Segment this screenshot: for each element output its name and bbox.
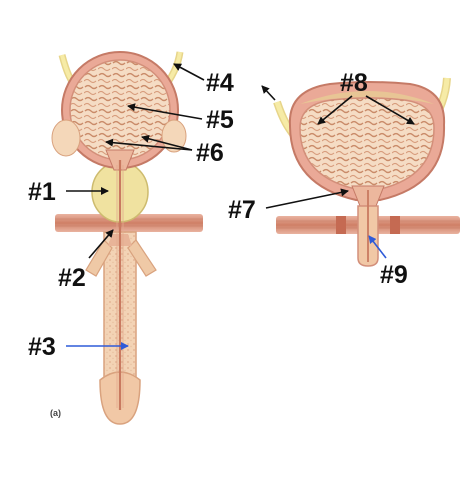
structure-labels: #1 #2 #3 #4 #5 #6 #7 #8 #9 (a) [28, 69, 408, 418]
bladder-illustration-right [273, 77, 460, 267]
arrow-7 [265, 188, 349, 209]
arrow-5 [127, 103, 203, 120]
arrow-8a [317, 95, 353, 125]
label-4: #4 [206, 69, 234, 97]
arrow-9 [368, 235, 387, 259]
arrow-4a [173, 63, 205, 81]
pointer-arrows [66, 63, 415, 350]
arrow-2 [88, 229, 114, 259]
arrow-8b [365, 95, 415, 125]
label-6: #6 [196, 139, 224, 167]
arrow-6b [141, 134, 193, 151]
label-8: #8 [340, 69, 368, 97]
label-9: #9 [380, 261, 408, 289]
figure-label: (a) [50, 408, 61, 418]
label-1: #1 [28, 178, 56, 206]
bladder-illustration-left [51, 51, 203, 425]
label-5: #5 [206, 106, 234, 134]
label-2: #2 [58, 264, 86, 292]
label-7: #7 [228, 196, 256, 224]
arrow-6a [105, 138, 193, 151]
arrow-4b [261, 85, 276, 101]
label-3: #3 [28, 333, 56, 361]
